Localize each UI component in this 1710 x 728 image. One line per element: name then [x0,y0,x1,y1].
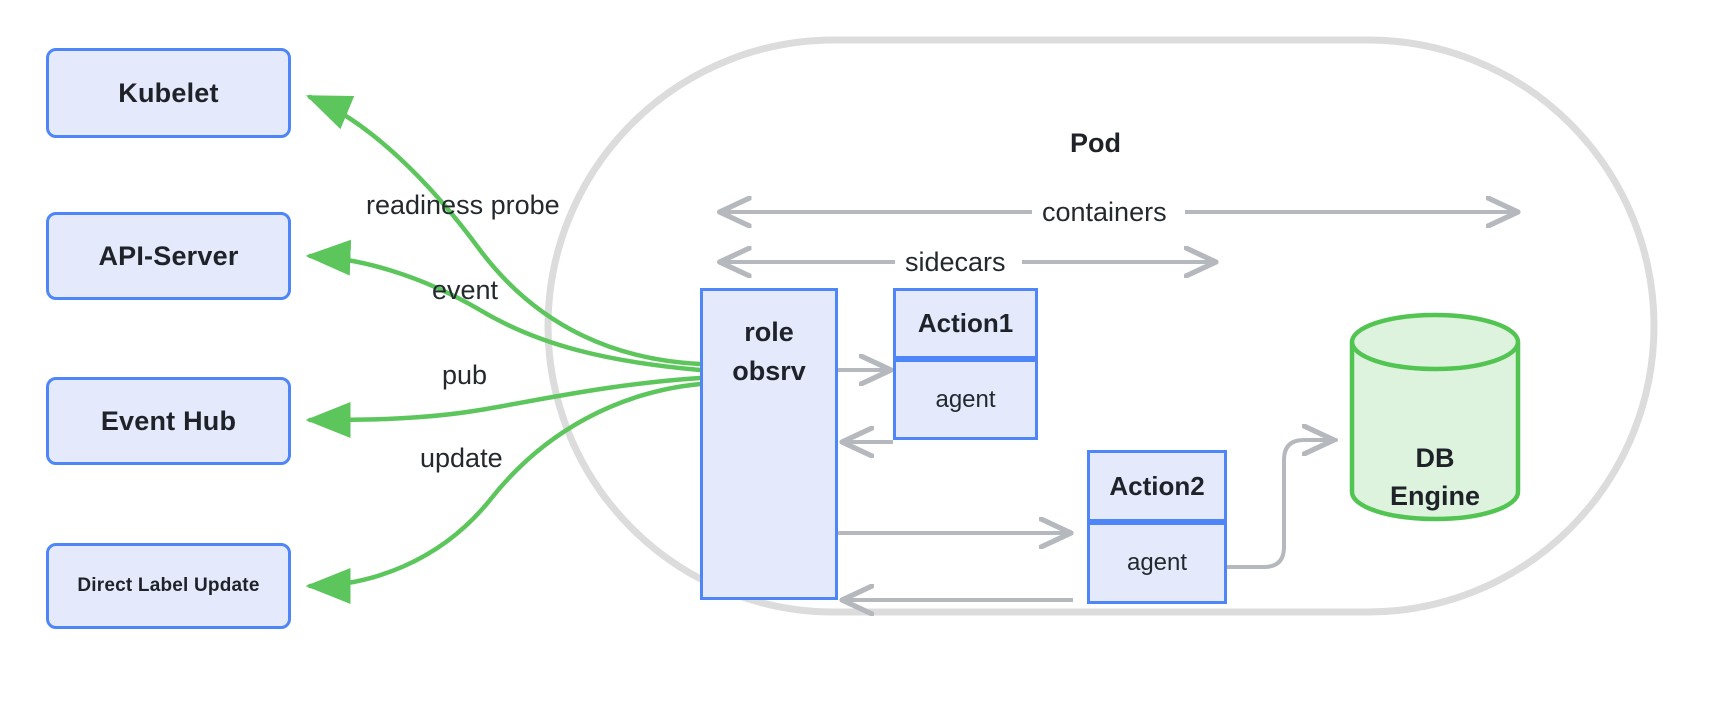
pod-boundary [544,36,1658,616]
action2-agent-label: agent [1126,549,1188,576]
role-observer-line2: obsrv [732,356,806,387]
edge-event [305,239,703,373]
span-label-sidecars: sidecars [895,247,1016,278]
span-label-containers: containers [1032,197,1177,228]
edge-label-update: update [420,443,503,473]
action1-agent-label: agent [935,385,996,413]
action2-title-label: Action2 [1109,470,1205,501]
edge-label-event: event [432,275,499,305]
action1-title-box[interactable] [893,288,1038,359]
db-engine-shape [1349,312,1521,522]
external-system-api-server[interactable]: API-Server [46,212,291,300]
external-system-kubelet-label: Kubelet [118,77,219,108]
external-system-event-hub-label: Event Hub [100,405,237,436]
edge-label-readiness-probe: readiness probe [366,190,560,220]
external-system-direct-label-update-label: Direct Label Update [77,575,260,596]
edge-label-pub: pub [442,360,488,390]
action2-title-box[interactable] [1087,450,1227,522]
action1-title-label: Action1 [917,308,1014,338]
action2-agent-box[interactable] [1087,522,1227,604]
pod-title: Pod [1070,128,1121,158]
arrow-action2-to-db [1224,440,1338,569]
action1-agent-box[interactable] [893,359,1038,440]
edge-readiness-probe [305,94,703,367]
external-system-api-server-label: API-Server [98,240,239,271]
edge-update [305,381,703,604]
role-observer-line1: role [744,317,794,347]
external-system-kubelet[interactable]: Kubelet [46,48,291,138]
external-system-direct-label-update[interactable]: Direct Label Update [46,543,291,629]
external-system-event-hub[interactable]: Event Hub [46,377,291,465]
role-observer-box[interactable]: role obsrv [700,288,838,600]
edge-pub [305,375,703,438]
